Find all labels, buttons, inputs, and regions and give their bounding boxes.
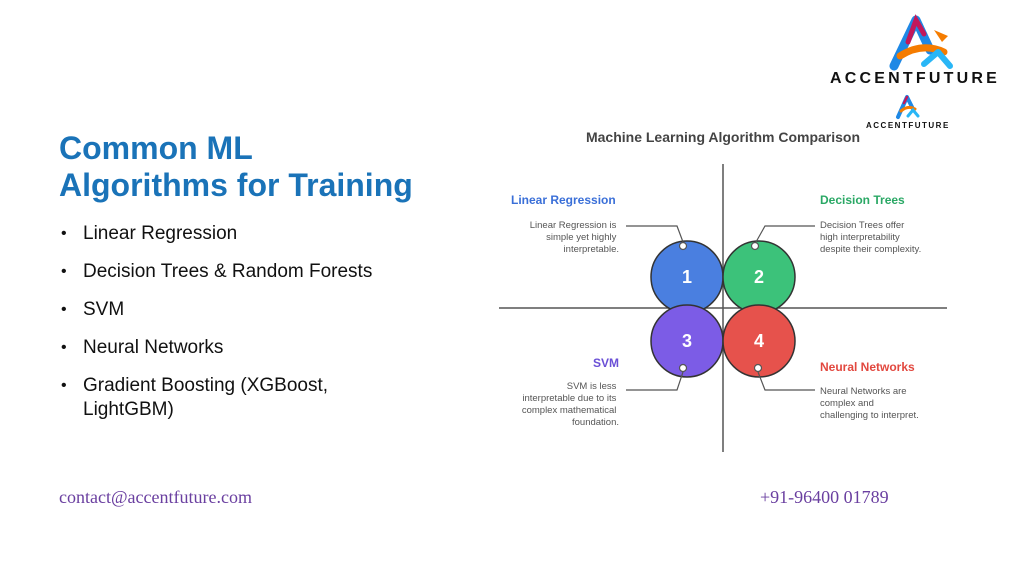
- quadrant-2-desc: Decision Trees offer high interpretabili…: [820, 220, 921, 255]
- quadrant-1-name: Linear Regression: [511, 193, 616, 207]
- bullet-item: Decision Trees & Random Forests: [59, 260, 399, 284]
- quadrant-3-desc: SVM is less interpretable due to its com…: [522, 381, 619, 428]
- circle-4-neural-networks: [722, 304, 796, 378]
- algorithm-comparison-diagram: Machine Learning Algorithm Comparison 1 …: [499, 129, 947, 452]
- bullet-list: Linear Regression Decision Trees & Rando…: [59, 222, 399, 436]
- bullet-item: Gradient Boosting (XGBoost, LightGBM): [59, 374, 399, 422]
- accentfuture-small-logo-icon: [896, 95, 920, 119]
- accentfuture-logo-icon: [889, 14, 953, 71]
- quadrant-3-name: SVM: [593, 356, 619, 370]
- connector-dot-4: [753, 363, 763, 373]
- connector-dot-3: [678, 363, 688, 373]
- connector-line-1: [626, 225, 684, 243]
- circle-number: 4: [754, 331, 764, 351]
- quadrant-4-desc: Neural Networks are complex and challeng…: [820, 386, 919, 421]
- slide-title: Common ML Algorithms for Training: [59, 130, 413, 204]
- bullet-item: SVM: [59, 298, 399, 322]
- slide-title-line-2: Algorithms for Training: [59, 167, 413, 203]
- connector-line-3: [626, 371, 684, 391]
- diagram-title: Machine Learning Algorithm Comparison: [586, 129, 860, 145]
- connector-dot-1: [678, 241, 688, 251]
- contact-phone[interactable]: +91-96400 01789: [760, 487, 889, 507]
- quadrant-4-name: Neural Networks: [820, 360, 915, 374]
- quadrant-2-name: Decision Trees: [820, 193, 905, 207]
- brand-wordmark: ACCENTFUTURE: [830, 70, 1000, 87]
- contact-email[interactable]: contact@accentfuture.com: [59, 487, 252, 507]
- connector-line-2: [755, 225, 815, 243]
- bullet-item: Neural Networks: [59, 336, 399, 360]
- quadrant-1-desc: Linear Regression is simple yet highly i…: [530, 220, 619, 255]
- circle-number: 3: [682, 331, 692, 351]
- connector-line-4: [757, 371, 815, 391]
- bullet-item: Linear Regression: [59, 222, 399, 246]
- brand-wordmark-small: ACCENTFUTURE: [866, 121, 950, 130]
- slide-title-line-1: Common ML: [59, 130, 253, 166]
- circle-number: 1: [682, 267, 692, 287]
- connector-dot-2: [750, 241, 760, 251]
- circle-number: 2: [754, 267, 764, 287]
